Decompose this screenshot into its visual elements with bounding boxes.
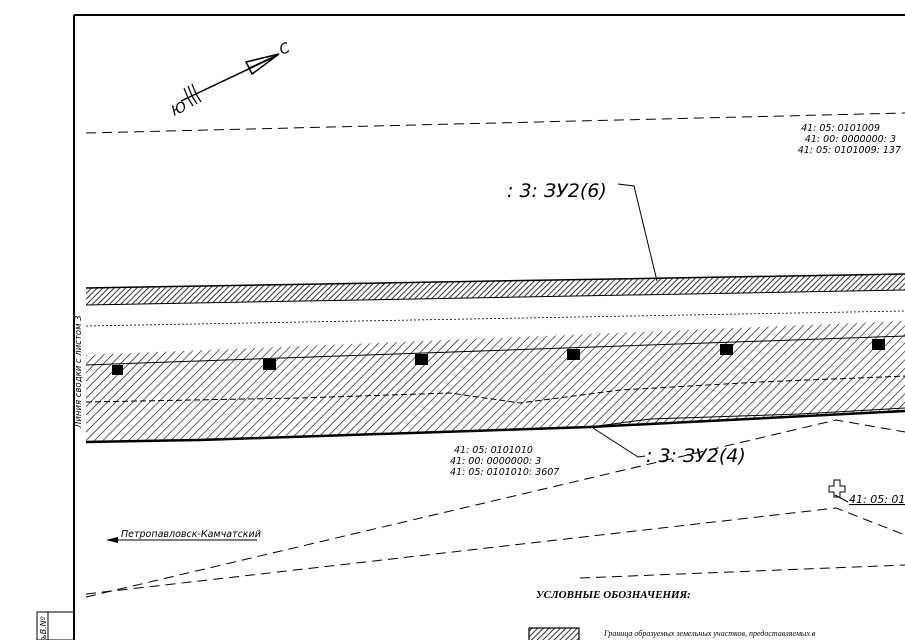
hatched-strip-upper	[85, 273, 905, 306]
legend: УСЛОВНЫЕ ОБОЗНАЧЕНИЯ: Граница образуемых…	[528, 589, 816, 640]
title-block-fragment: ъВ.Nº	[36, 611, 75, 640]
sheet-frame	[73, 14, 905, 640]
utility-pole	[112, 365, 123, 375]
parcel-zero-top: 41: 00: 0000000: 3	[805, 134, 896, 145]
match-line-label: Линия сводки с листом 3	[74, 315, 84, 429]
survey-marker-icon	[828, 479, 846, 498]
hatched-strip-lower	[85, 321, 905, 444]
utility-pole	[720, 344, 733, 355]
utility-pole	[415, 354, 428, 365]
leader-lines	[592, 183, 849, 503]
parcel-block-top: 41: 05: 0101009	[801, 123, 880, 134]
parcel-label-right-partial: 41: 05: 010	[849, 493, 905, 506]
parcel-label-middle: 41: 05: 0101010 41: 00: 0000000: 3 41: 0…	[450, 445, 559, 478]
direction-indicator: Петропавловск-Камчатский	[106, 529, 261, 543]
legend-item-text: Граница образуемых земельных участков, п…	[603, 629, 816, 638]
legend-hatch-swatch	[528, 627, 580, 640]
parcel-label-top: 41: 05: 0101009 41: 00: 0000000: 3 41: 0…	[798, 123, 901, 156]
parcel-number-top: 41: 05: 0101009: 137	[798, 145, 901, 156]
north-label: С	[277, 40, 293, 59]
zone-label-zu4: : 3: ЗУ2(4)	[646, 445, 746, 467]
utility-pole	[872, 339, 885, 350]
utility-poles	[112, 339, 885, 375]
utility-pole	[567, 349, 580, 360]
parcel-block-middle: 41: 05: 0101010	[454, 445, 533, 456]
south-label: Ю	[169, 99, 189, 120]
parcel-zero-middle: 41: 00: 0000000: 3	[450, 456, 541, 467]
dashed-boundary-lines	[85, 112, 905, 598]
parcel-number-middle: 41: 05: 0101010: 3607	[450, 467, 559, 478]
north-arrow-icon: С Ю	[169, 40, 293, 120]
utility-pole	[263, 359, 276, 370]
zone-label-zu6: : 3: ЗУ2(6)	[507, 180, 607, 202]
inventory-number-label: ъВ.Nº	[39, 616, 48, 640]
direction-label: Петропавловск-Камчатский	[121, 529, 261, 540]
legend-title: УСЛОВНЫЕ ОБОЗНАЧЕНИЯ:	[536, 589, 691, 601]
